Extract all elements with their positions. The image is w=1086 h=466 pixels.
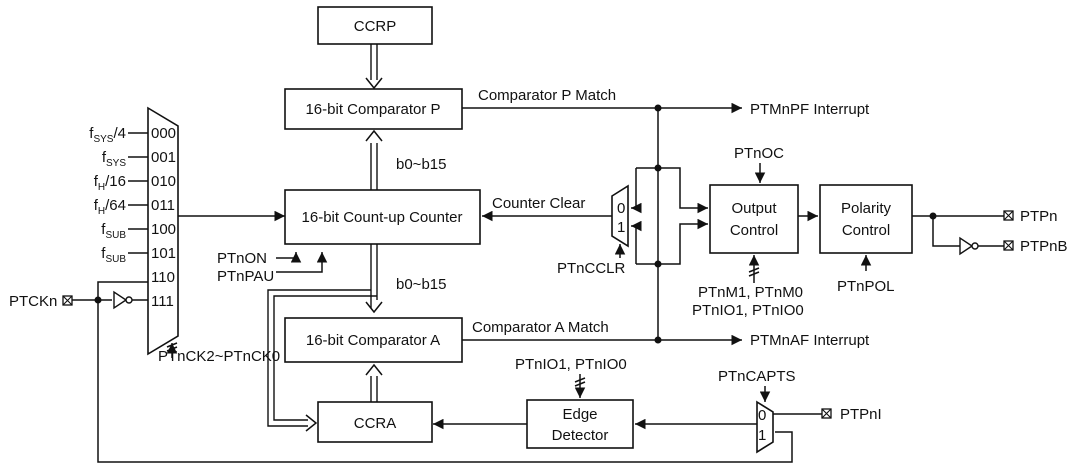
capture-mux-shape: [756, 400, 774, 454]
ptnoc-label: PTnOC: [734, 145, 784, 162]
upper-bus: [370, 143, 378, 190]
mux-input-code: 101: [151, 245, 176, 262]
mux-input-code: 111: [151, 293, 174, 310]
ptnpau-label: PTnPAU: [217, 268, 274, 285]
lower-bus: [370, 244, 378, 308]
mux-input-source-label: fSUB: [101, 245, 126, 265]
ccrp-bus-arrow: [365, 77, 383, 90]
ptnio-edge-label: PTnIO1, PTnIO0: [515, 356, 627, 373]
ptmnpf-interrupt-label: PTMnPF Interrupt: [750, 101, 870, 118]
output-control-label-line1: Output: [731, 200, 777, 217]
mux-input-code: 001: [151, 149, 176, 166]
capture-mux-input-0: 0: [758, 407, 766, 424]
capture-mux-input-1: 1: [758, 427, 766, 444]
ptnon-wire: [276, 252, 302, 263]
ccrp-bus: [370, 44, 378, 80]
mux-input-code: 100: [151, 221, 176, 238]
mux-input-source-label: fH/64: [94, 197, 126, 217]
lower-bus-label: b0~b15: [396, 276, 446, 293]
ptpni-pin-icon: [821, 408, 832, 419]
a-to-clearmux-wire: [631, 220, 642, 264]
ptncapts-label: PTnCAPTS: [718, 368, 796, 385]
ptpnb-pin-icon: [1003, 240, 1014, 251]
p-to-clearmux-wire: [631, 168, 642, 214]
ptnpau-wire: [276, 252, 328, 273]
mux-input-source-label: fSYS: [102, 149, 127, 169]
mux-input-source-label: fH/16: [94, 173, 126, 193]
ptnccclr-label: PTnCCLR: [557, 260, 626, 277]
ptckn-inverter-icon: [113, 290, 133, 310]
bus-to-ccra-arrow: [305, 414, 318, 432]
mux-input-code: 011: [151, 197, 175, 214]
clear-mux-input-1: 1: [617, 219, 625, 236]
ptpnb-branch-wire: [932, 216, 960, 247]
ptckn-pin-icon: [62, 295, 73, 306]
ptnio-edge-bus-tick: [574, 377, 586, 387]
ptnm-bus-tick: [748, 267, 760, 277]
comparator-p-block: [284, 88, 463, 130]
polarity-control-label-line1: Polarity: [841, 200, 892, 217]
counter-clear-mux-shape: [611, 184, 629, 248]
comparator-p-match-label: Comparator P Match: [478, 87, 616, 104]
comparator-a-block: [284, 317, 463, 363]
ptpn-pin-icon: [1003, 210, 1014, 221]
comparator-a-match-label: Comparator A Match: [472, 319, 609, 336]
ptckn-capture-feedback-wire: [97, 300, 793, 463]
ptnio-output-label: PTnIO1, PTnIO0: [692, 302, 804, 319]
ptnon-label: PTnON: [217, 250, 267, 267]
edge-detector-label-line1: Edge: [562, 406, 597, 423]
lower-bus-arrow: [365, 301, 383, 314]
ccra-bus-arrow: [365, 363, 383, 376]
comparator-p-label: 16-bit Comparator P: [305, 101, 440, 118]
p-match-to-output-wire: [658, 167, 708, 214]
ptpn-label: PTPn: [1020, 208, 1058, 225]
ptckn-to-110-wire: [97, 281, 148, 300]
mux-input-source-label: fSYS/4: [89, 125, 126, 145]
ptmnaf-interrupt-label: PTMnAF Interrupt: [750, 332, 870, 349]
ptpni-label: PTPnI: [840, 406, 882, 423]
output-control-label-line2: Control: [730, 222, 778, 239]
comparator-a-label: 16-bit Comparator A: [306, 332, 440, 349]
clock-source-mux: [147, 106, 179, 356]
clock-mux-inputs: 000 fSYS/4 001 fSYS 010 fH/16 011 fH/64 100 fSUB 1…: [89, 125, 176, 310]
bus-to-ccra: [267, 289, 377, 427]
upper-bus-arrow: [365, 129, 383, 142]
ccra-block: [317, 401, 433, 443]
output-control-block: [709, 184, 799, 254]
ccrp-block: [317, 6, 433, 45]
mux-input-source-label: fSUB: [101, 221, 126, 241]
ptnpol-label: PTnPOL: [837, 278, 895, 295]
mux-input-code: 000: [151, 125, 176, 142]
ccra-bus: [370, 376, 378, 402]
mux-select-label: PTnCK2~PTnCK0: [158, 348, 280, 365]
counter-label: 16-bit Count-up Counter: [302, 209, 463, 226]
edge-detector-block: [526, 399, 634, 449]
mux-input-code: 110: [151, 269, 175, 286]
mux-select-bus-tick: [166, 342, 178, 352]
upper-bus-label: b0~b15: [396, 156, 446, 173]
ptpnb-label: PTPnB: [1020, 238, 1068, 255]
mux-input-code: 010: [151, 173, 176, 190]
ptnm-label: PTnM1, PTnM0: [698, 284, 803, 301]
clock-mux-shape: [147, 106, 179, 356]
edge-detector-label-line2: Detector: [552, 427, 609, 444]
a-match-to-output-wire: [658, 218, 708, 265]
ccra-label: CCRA: [354, 415, 397, 432]
counter-clear-label: Counter Clear: [492, 195, 585, 212]
polarity-control-block: [819, 184, 913, 254]
clear-mux-input-0: 0: [617, 200, 625, 217]
polarity-control-label-line2: Control: [842, 222, 890, 239]
ptpnb-inverter-icon: [959, 236, 979, 256]
ptckn-pin-label: PTCKn: [9, 293, 57, 310]
counter-block: [284, 189, 481, 245]
ccrp-label: CCRP: [354, 18, 397, 35]
